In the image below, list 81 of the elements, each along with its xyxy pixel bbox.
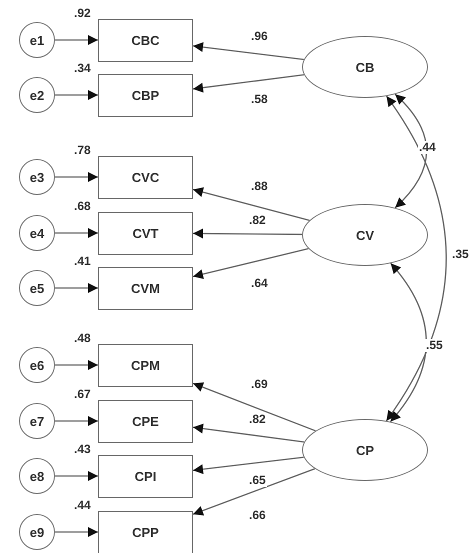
error-term-circle xyxy=(19,514,55,550)
arrow xyxy=(192,456,304,474)
edge-label: .82 xyxy=(248,214,267,227)
arrow xyxy=(192,248,309,280)
observed-variable-box xyxy=(98,454,193,498)
value-label: .44 xyxy=(74,498,91,512)
value-label: .68 xyxy=(74,200,91,212)
observed-variable-box xyxy=(98,344,193,386)
observed-variable-box xyxy=(98,74,193,116)
error-term-circle xyxy=(19,458,55,494)
variable-label: CV xyxy=(356,228,374,242)
variable-label: e9 xyxy=(30,524,44,540)
arrow xyxy=(192,382,316,432)
variable-label: CVT xyxy=(132,226,158,240)
error-term-circle xyxy=(19,403,55,439)
edge-label: .66 xyxy=(248,509,267,522)
edge-label: .55 xyxy=(425,339,444,352)
error-term-circle xyxy=(19,270,55,306)
arrow xyxy=(55,228,98,238)
variable-label: e5 xyxy=(30,280,44,296)
variable-label: CPI xyxy=(134,468,156,484)
arrow xyxy=(192,187,310,221)
value-label: .48 xyxy=(74,332,91,344)
arrow xyxy=(55,172,98,182)
variable-label: e4 xyxy=(30,226,44,240)
edge-label: .88 xyxy=(250,180,269,193)
double-headed-arrow xyxy=(394,94,428,208)
value-label: .78 xyxy=(74,144,91,156)
error-term-circle xyxy=(19,22,55,58)
variable-label: e7 xyxy=(30,414,44,428)
double-headed-arrow xyxy=(386,96,447,422)
variable-label: CVC xyxy=(132,170,160,184)
edge-label: .58 xyxy=(250,93,269,106)
edge-label: .96 xyxy=(250,30,269,43)
variable-label: CBC xyxy=(131,32,160,48)
error-term-circle xyxy=(19,159,55,195)
observed-variable-box xyxy=(98,18,193,62)
edge-label: .82 xyxy=(248,413,267,426)
arrow xyxy=(55,360,98,370)
variable-label: CB xyxy=(356,60,374,74)
variable-label: CBP xyxy=(132,88,160,102)
observed-variable-box xyxy=(98,400,193,442)
variable-label: e2 xyxy=(30,88,44,102)
value-label: .67 xyxy=(74,388,91,400)
observed-variable-box xyxy=(98,266,193,310)
arrow xyxy=(55,90,98,100)
variable-label: CPP xyxy=(132,524,159,540)
observed-variable-box xyxy=(98,156,193,198)
arrow xyxy=(55,471,98,481)
edge-label: .44 xyxy=(418,141,437,154)
value-label: .43 xyxy=(74,442,91,456)
arrow xyxy=(192,42,304,60)
variable-label: CVM xyxy=(131,280,160,296)
variable-label: CPE xyxy=(132,414,159,428)
variable-label: e3 xyxy=(30,170,44,184)
variable-label: e6 xyxy=(30,358,44,372)
value-label: .92 xyxy=(74,6,91,20)
variable-label: CPM xyxy=(131,358,160,372)
value-label: .41 xyxy=(74,254,91,268)
arrow xyxy=(55,283,98,293)
arrow xyxy=(192,74,304,93)
edge-label: .69 xyxy=(250,378,269,391)
variable-label: e8 xyxy=(30,468,44,484)
value-label: .34 xyxy=(74,62,91,74)
error-term-circle xyxy=(19,347,55,383)
edge-label: .64 xyxy=(250,277,269,290)
edge-label: .65 xyxy=(248,474,267,487)
arrow xyxy=(55,527,98,537)
variable-label: CP xyxy=(356,442,374,458)
error-term-circle xyxy=(19,77,55,113)
error-term-circle xyxy=(19,215,55,251)
variable-label: e1 xyxy=(30,32,44,48)
edge-label: .35 xyxy=(451,248,470,261)
double-headed-arrow xyxy=(390,262,427,422)
arrow xyxy=(192,468,316,516)
arrow xyxy=(193,228,302,239)
arrow xyxy=(55,416,98,426)
arrow xyxy=(192,424,304,443)
arrow xyxy=(55,35,98,45)
observed-variable-box xyxy=(98,510,193,553)
observed-variable-box xyxy=(98,212,193,254)
